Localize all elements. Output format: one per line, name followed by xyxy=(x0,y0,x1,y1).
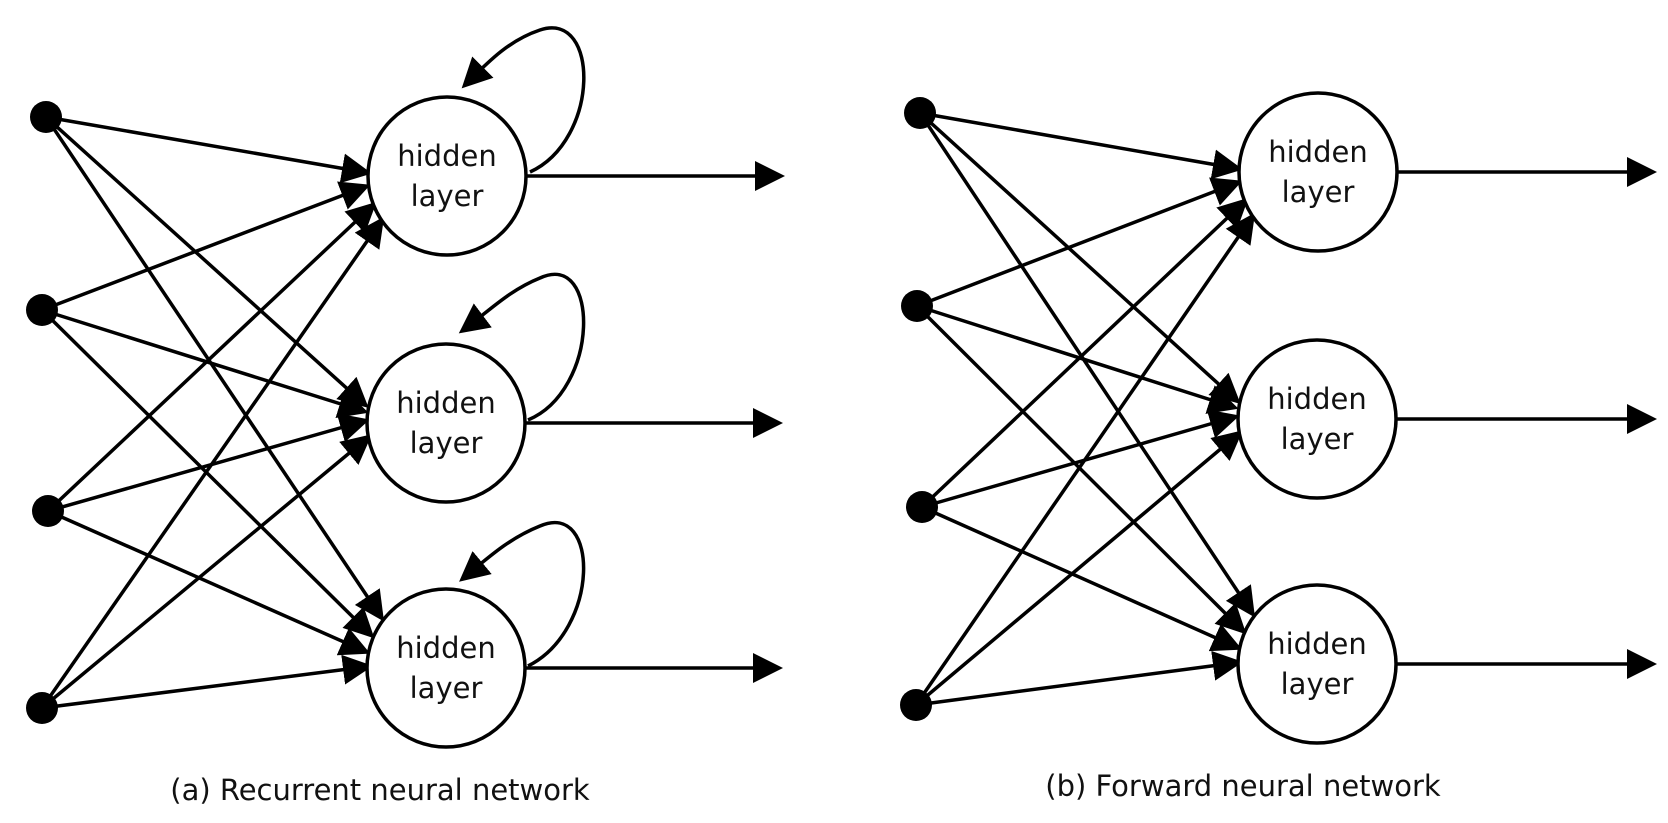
hidden-layer-node-1: hidden layer xyxy=(1237,91,1399,253)
hidden-label-line2: layer xyxy=(1282,175,1355,209)
input-node-2 xyxy=(901,290,933,322)
hidden-label-line1: hidden xyxy=(1267,627,1366,661)
hidden-layer-node-3: hidden layer xyxy=(365,587,527,749)
edge-in3-h1 xyxy=(46,201,377,513)
hidden-label-line2: layer xyxy=(1281,667,1354,701)
edge-in3-h1 xyxy=(920,197,1249,509)
hidden-layer-node-1: hidden layer xyxy=(366,95,528,257)
edge-in4-h1 xyxy=(40,216,385,709)
hidden-layer-node-2: hidden layer xyxy=(365,342,527,504)
input-node-3 xyxy=(32,495,64,527)
input-nodes xyxy=(26,101,64,724)
hidden-label-line1: hidden xyxy=(1268,135,1367,169)
hidden-label-line1: hidden xyxy=(1267,382,1366,416)
hidden-label-line2: layer xyxy=(410,426,483,460)
self-loops xyxy=(458,26,586,668)
hidden-label-line2: layer xyxy=(411,179,484,213)
hidden-label-line2: layer xyxy=(410,671,483,705)
edge-in4-h2 xyxy=(914,430,1243,707)
edge-in2-h1 xyxy=(41,181,371,312)
edge-in4-h1 xyxy=(914,212,1256,706)
edge-in3-h3 xyxy=(921,505,1243,652)
input-node-3 xyxy=(906,491,938,523)
edge-in4-h2 xyxy=(40,434,372,710)
edge-in1-h3 xyxy=(44,116,385,622)
edge-in3-h2 xyxy=(47,413,370,513)
hidden-layer-node-3: hidden layer xyxy=(1236,583,1398,745)
input-node-2 xyxy=(26,294,58,326)
input-node-4 xyxy=(26,692,58,724)
input-to-hidden-edges xyxy=(914,111,1256,707)
edge-in4-h3 xyxy=(41,654,373,710)
input-node-1 xyxy=(904,97,936,129)
output-edges xyxy=(1397,157,1657,679)
output-edges xyxy=(525,161,785,683)
edge-in2-h2 xyxy=(41,308,369,419)
edge-in1-h1 xyxy=(45,115,372,184)
hidden-layer-node-2: hidden layer xyxy=(1236,338,1398,500)
self-loop-h2 xyxy=(458,272,586,422)
edge-in1-h2 xyxy=(918,111,1241,405)
edge-in3-h2 xyxy=(921,409,1240,509)
input-nodes xyxy=(900,97,938,721)
panel-recurrent: hidden layer hidden layer hidden layer (… xyxy=(26,26,785,807)
caption-forward: (b) Forward neural network xyxy=(1045,769,1441,803)
edge-in2-h1 xyxy=(916,177,1243,308)
caption-recurrent: (a) Recurrent neural network xyxy=(170,773,590,807)
hidden-label-line2: layer xyxy=(1281,422,1354,456)
edge-in4-h3 xyxy=(915,650,1243,707)
input-node-4 xyxy=(900,689,932,721)
self-loop-h3 xyxy=(459,521,586,668)
input-node-1 xyxy=(30,101,62,133)
edge-in1-h2 xyxy=(44,115,369,409)
edge-in2-h2 xyxy=(916,304,1239,414)
edge-in3-h3 xyxy=(47,509,371,656)
self-loop-h1 xyxy=(461,26,586,174)
edge-in1-h1 xyxy=(919,111,1243,180)
input-to-hidden-edges xyxy=(40,115,385,710)
hidden-label-line1: hidden xyxy=(396,386,495,420)
hidden-label-line1: hidden xyxy=(396,631,495,665)
hidden-label-line1: hidden xyxy=(397,139,496,173)
panel-forward: hidden layer hidden layer hidden layer (… xyxy=(900,91,1657,803)
